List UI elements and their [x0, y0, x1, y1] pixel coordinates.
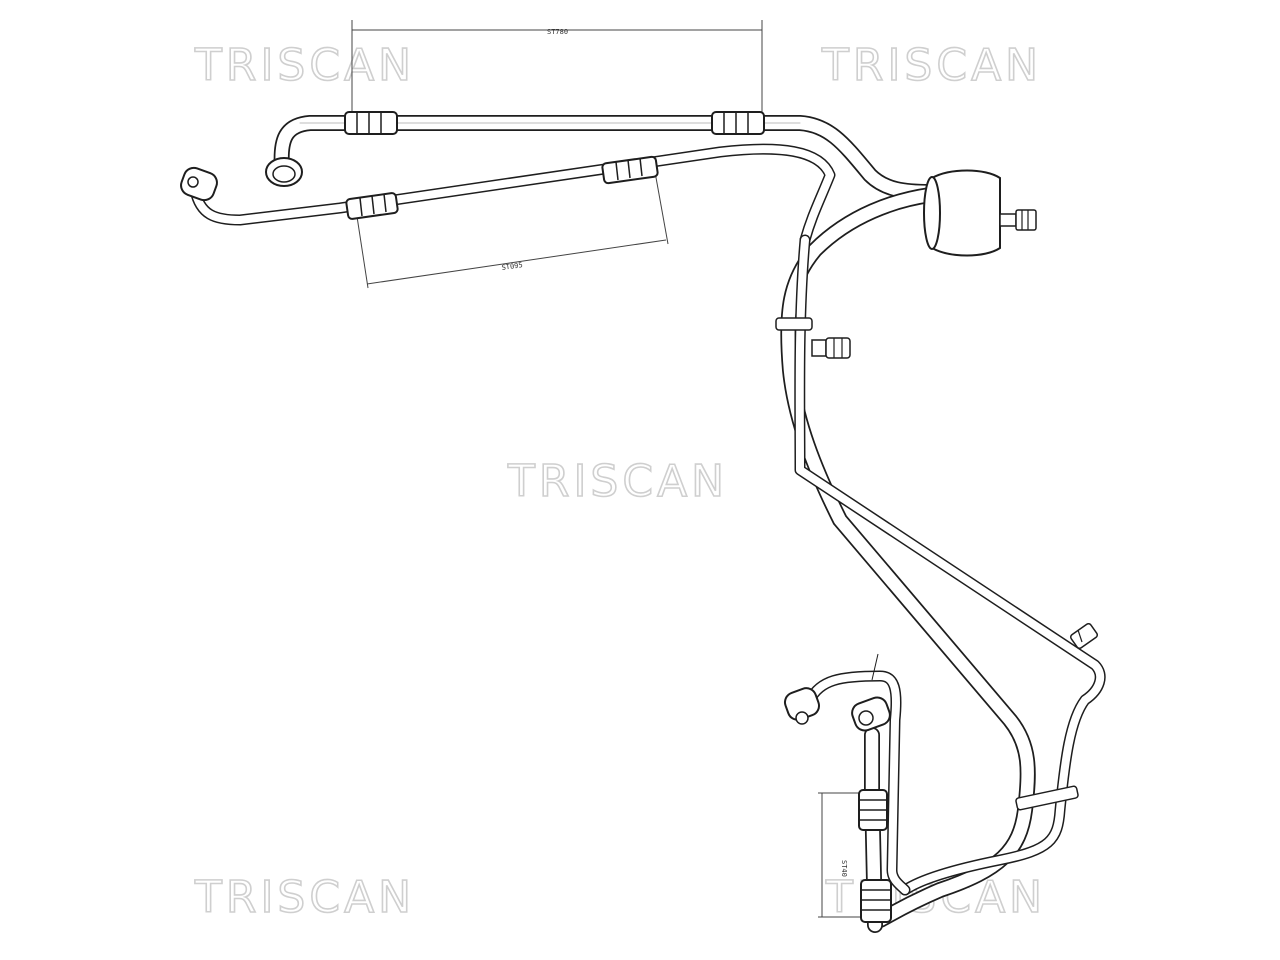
end-fitting-lower-left [180, 166, 218, 202]
service-valve-right [1070, 622, 1098, 650]
dimension-lower-label: ST095 [501, 261, 523, 272]
dimension-upper-label: ST780 [547, 28, 568, 36]
watermark-center: TRISCAN [507, 456, 728, 507]
receiver-dryer [923, 169, 1037, 257]
service-valve-middle [811, 337, 851, 359]
watermark-top-left: TRISCAN [194, 40, 415, 91]
dimension-upper: ST780 [351, 20, 763, 118]
dimension-vertical-label: ST40 [840, 860, 848, 877]
crimp-sleeve-lower-right [601, 155, 659, 185]
leader-line [871, 653, 879, 681]
crimp-sleeve-upper-right [711, 111, 765, 135]
crimp-sleeve-bottom-lower [860, 879, 892, 923]
descending-hose-b [794, 234, 1106, 896]
dimension-lower: ST095 [355, 171, 669, 289]
end-fitting-bottom-right [851, 696, 891, 732]
descending-hose-a [780, 187, 1036, 928]
crimp-sleeve-bottom-upper [858, 789, 888, 831]
lower-hose [189, 143, 836, 246]
end-fitting-upper-left [265, 157, 303, 187]
clip-middle [775, 317, 813, 331]
crimp-sleeve-upper-left [344, 111, 398, 135]
watermark-bottom-left: TRISCAN [194, 872, 415, 923]
crimp-sleeve-lower-left [345, 192, 399, 220]
end-fitting-bottom-left [783, 687, 821, 725]
clip-lower-right [1015, 785, 1079, 811]
watermark-top-right: TRISCAN [821, 40, 1042, 91]
